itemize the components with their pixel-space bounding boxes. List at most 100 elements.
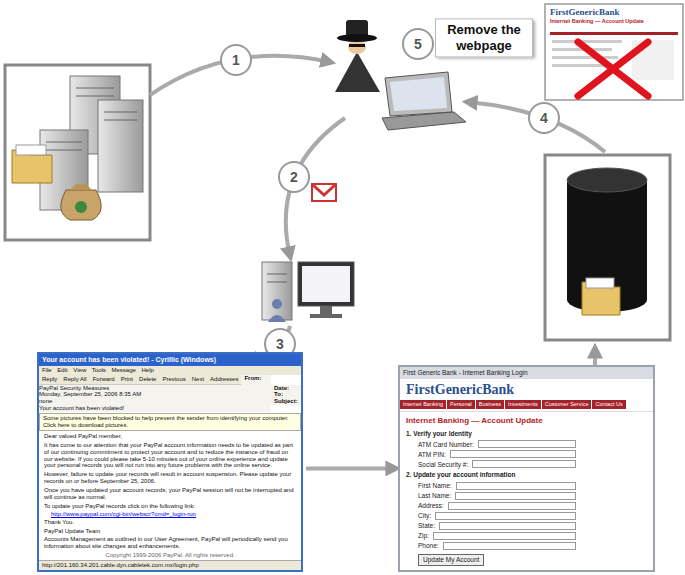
- node-text-link: http://www.paypal.com/cgi-bin/webscr?cmd…: [39, 511, 301, 518]
- removed-page: [545, 4, 683, 100]
- node-text-fld: Address:: [400, 501, 582, 511]
- victim-computer: [310, 314, 342, 318]
- node-text-full: Thank You.: [39, 518, 301, 527]
- attacker-figure: [335, 52, 380, 92]
- node-text-fld: Phone:: [400, 541, 582, 551]
- node-text-fld: Zip:: [400, 531, 582, 541]
- database-group: [545, 155, 670, 340]
- laptop: [390, 77, 447, 111]
- server-group: [5, 65, 150, 240]
- node-text-nav: Business: [476, 400, 504, 409]
- node-text-fld: ATM PIN:: [400, 449, 582, 459]
- step-note: Remove the webpage: [435, 18, 533, 57]
- node-text-menu: File Edit View Tools Message Help: [39, 366, 301, 375]
- victim-computer: [267, 274, 287, 275]
- node-text-full: Once you have updated your account recor…: [39, 486, 301, 502]
- node-text-hk: To:: [271, 391, 301, 398]
- server-group: [16, 145, 46, 155]
- database-group: [586, 278, 614, 288]
- server-group: [98, 100, 143, 192]
- node-text-tb: Reply All: [60, 375, 89, 385]
- node-text-tb: Reply: [39, 375, 60, 385]
- node-text-tbar: Your account has been violated! - Cyrill…: [39, 354, 301, 366]
- node-text-tb: Previous: [159, 375, 188, 385]
- laptop: [382, 112, 466, 130]
- node-text-full: Accounts Management as outlined in our U…: [39, 535, 301, 551]
- node-text-tsub: Internet Banking — Account Update: [545, 17, 683, 25]
- server-group: [46, 142, 82, 143]
- server-group: [70, 184, 92, 190]
- node-text-full: PayPal Update Team: [39, 527, 301, 536]
- node-text-status: http://201.160.34.201.cable.dyn.cabletek…: [39, 560, 301, 570]
- node-text-tb: Delete: [136, 375, 159, 385]
- fake-bank-page: First Generic Bank - Internet Banking Lo…: [398, 365, 655, 572]
- mail-icon: [312, 184, 336, 201]
- mail-icon: [313, 185, 335, 195]
- callout-circle: [221, 45, 251, 75]
- flow-arrow: [306, 466, 395, 470]
- node-text-full: To update your PayPal records click on t…: [39, 502, 301, 511]
- node-text-tb: Next: [189, 375, 207, 385]
- node-text-nav: Investments: [505, 400, 541, 409]
- server-group: [5, 65, 150, 240]
- node-text-tlogo: FirstGenericBank: [545, 4, 683, 17]
- node-text-info: Some pictures have been blocked to help …: [39, 413, 301, 431]
- attacker-figure: [335, 20, 380, 92]
- removed-page: [552, 40, 622, 43]
- node-text-nav: Internet Banking: [400, 400, 446, 409]
- node-text-logo: FirstGenericBank: [400, 379, 653, 401]
- database-group: [567, 168, 647, 192]
- removed-page: [545, 4, 683, 100]
- node-text-full: Dear valued PayPal member,: [39, 432, 301, 441]
- node-text-fld: City:: [400, 511, 582, 521]
- node-text-center: Copyright 1999-2006 PayPal. All rights r…: [39, 551, 301, 560]
- node-text-fld: ATM Card Number:: [400, 439, 582, 449]
- node-text-sh: 1. Verify your Identity: [400, 428, 653, 440]
- callout-number: 1: [232, 52, 240, 68]
- node-text-hv: none: [39, 398, 271, 405]
- node-text-fld: Social Security #:: [400, 459, 582, 469]
- node-text-tb: Addresses: [207, 375, 241, 385]
- database-group: [545, 155, 670, 340]
- callout-number: 5: [414, 36, 422, 52]
- callout-circle: [221, 29, 559, 359]
- node-text-nav: Customer Service: [542, 400, 592, 409]
- victim-computer: [262, 262, 354, 322]
- callout-number: 2: [290, 169, 298, 185]
- node-text-fld: First Name:: [400, 481, 582, 491]
- victim-computer: [302, 266, 350, 302]
- victim-computer: [267, 282, 287, 283]
- laptop: [382, 72, 466, 130]
- node-text-tb: Forward: [90, 375, 118, 385]
- removed-page: [578, 42, 648, 96]
- removed-page: FirstGenericBankInternet Banking — Accou…: [545, 4, 683, 25]
- attacker-figure: [349, 44, 365, 47]
- server-group: [46, 150, 82, 151]
- callout-circle: [279, 162, 309, 192]
- node-text-fld: State:: [400, 521, 582, 531]
- victim-computer: [262, 262, 292, 320]
- node-text-nav: Contact Us: [592, 400, 625, 409]
- laptop: [385, 72, 452, 116]
- attacker-figure: [348, 40, 366, 54]
- callout-number: 3: [276, 336, 284, 352]
- flow-arrow: [150, 56, 605, 373]
- node-text-bh: Internet Banking — Account Update: [400, 411, 653, 428]
- node-text-tb: Print: [118, 375, 136, 385]
- callout-number: 4: [540, 110, 548, 126]
- attacker-figure: [337, 34, 377, 42]
- callout-circle: [529, 103, 559, 133]
- victim-computer: [268, 315, 286, 322]
- node-text-nav: Personal: [447, 400, 475, 409]
- node-text-hv: Monday, September 25, 2006 8:35 AM: [39, 391, 271, 398]
- node-text-hk: Subject:: [271, 398, 301, 405]
- node-text-full: It has come to our attention that your P…: [39, 441, 301, 471]
- email-window: Your account has been violated! - Cyrill…: [37, 352, 303, 572]
- server-group: [75, 201, 87, 213]
- server-group: [76, 88, 114, 89]
- victim-computer: [320, 306, 332, 314]
- server-group: [104, 112, 137, 113]
- removed-page: [550, 32, 678, 35]
- server-group: [61, 190, 101, 220]
